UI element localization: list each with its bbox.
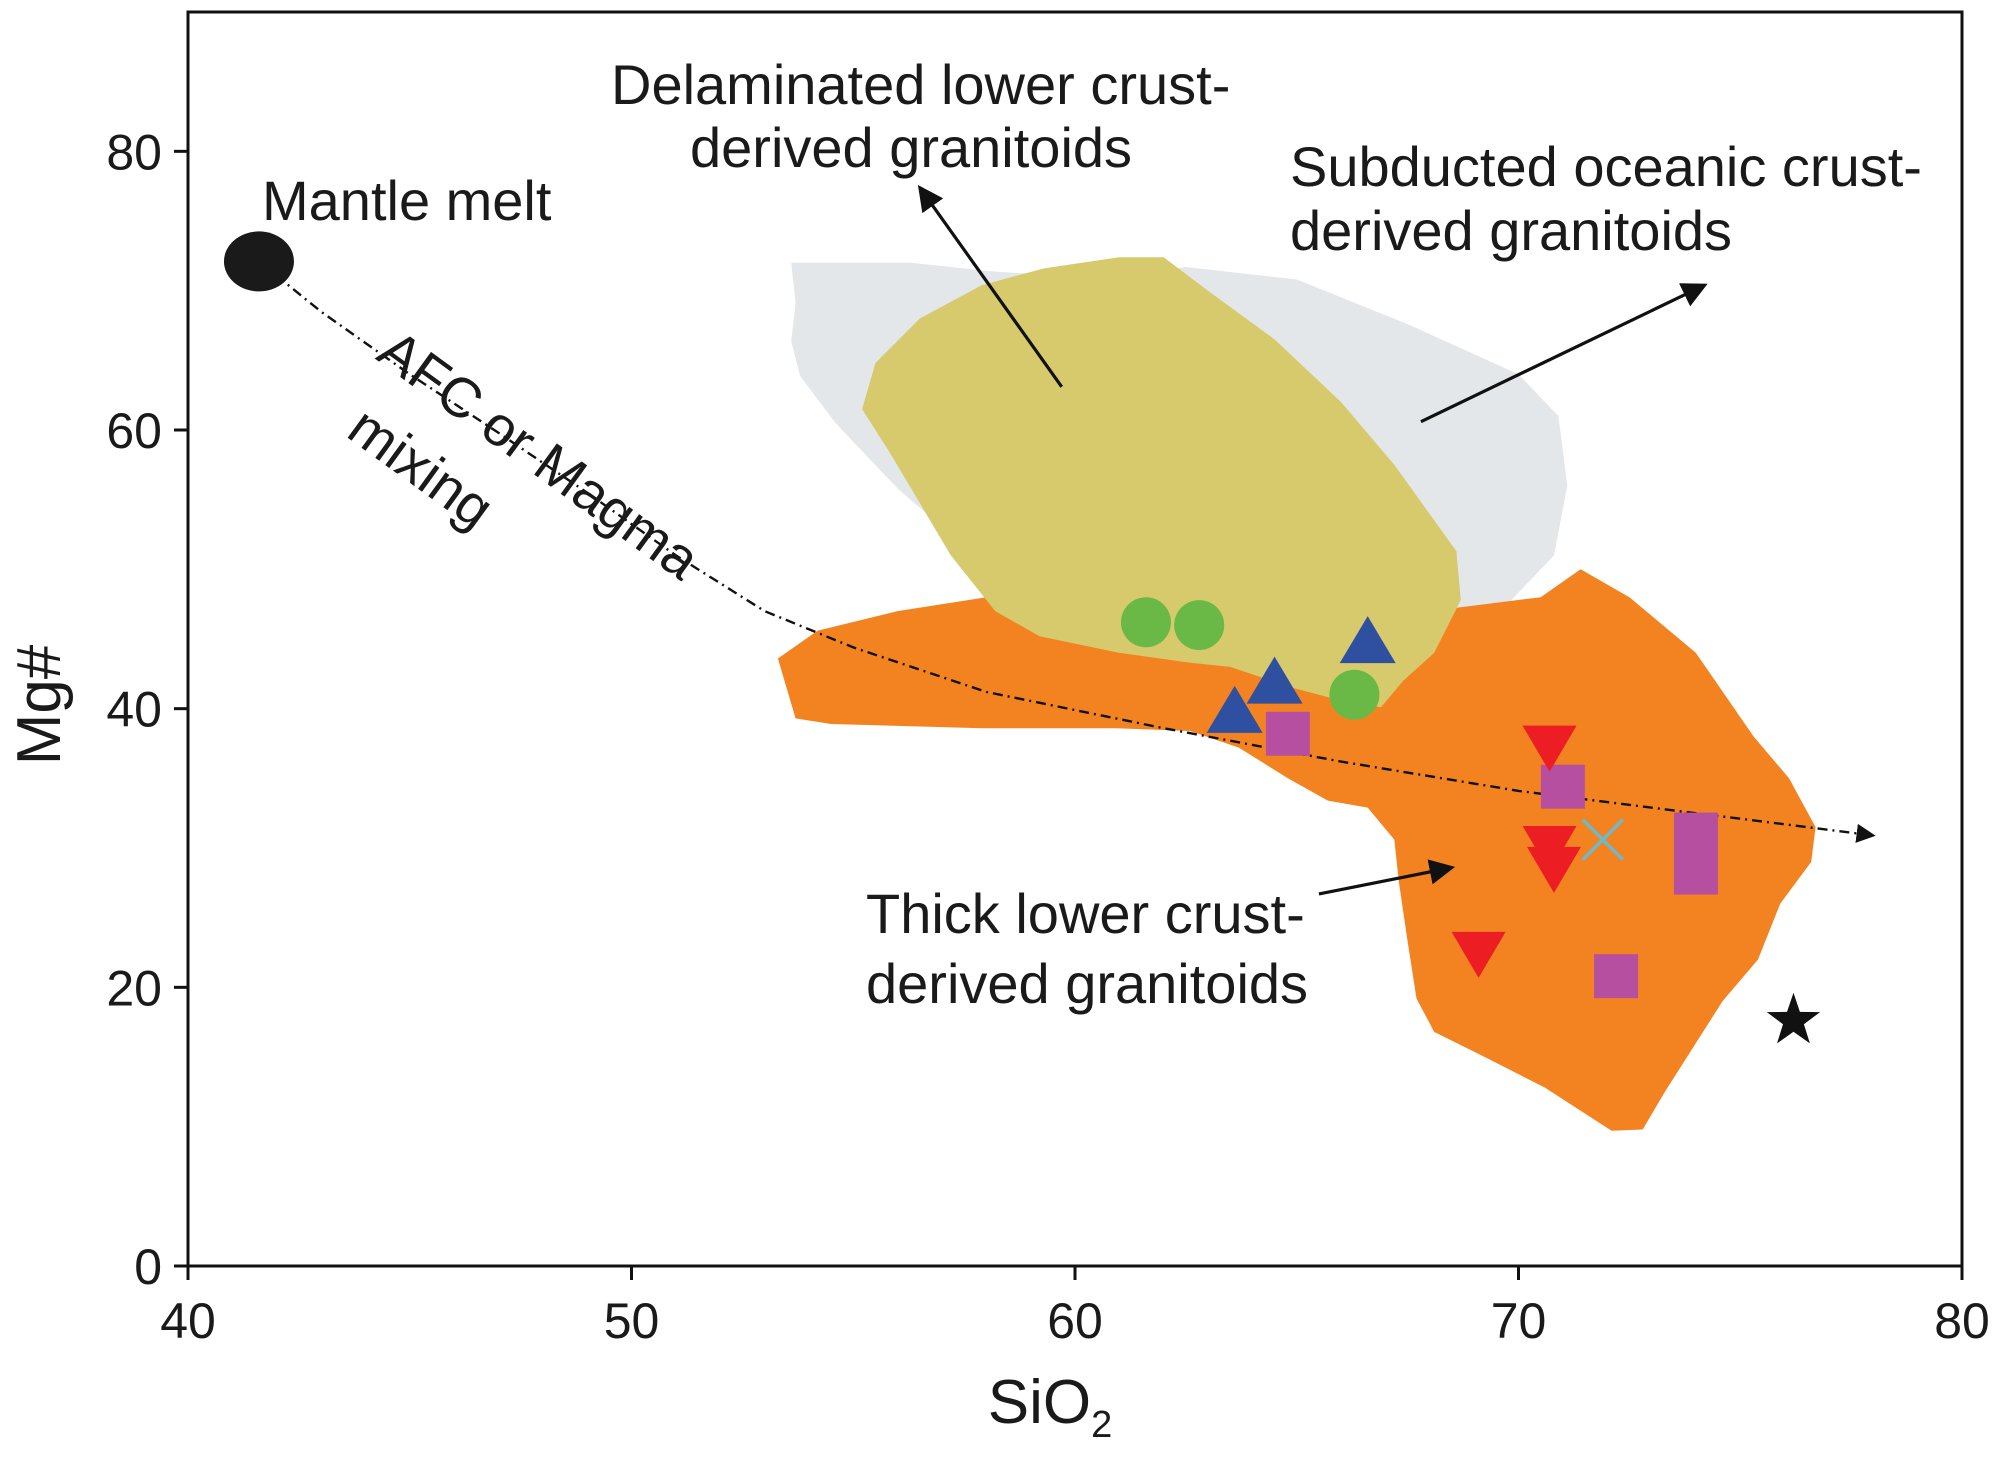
triangle-up-marker [1339,616,1396,664]
x-axis-title-main: SiO [988,1368,1091,1437]
triangle-down-marker [1522,725,1577,772]
thick-lower-crust-region [777,569,1816,1131]
x-marker [1581,818,1625,861]
square-marker [1540,764,1585,809]
subducted-label-line2: derived granitoids [1290,199,1732,262]
delaminated-crust-region [862,257,1461,708]
delaminated-label-line1: Delaminated lower crust- [611,53,1230,116]
square-marker [1265,711,1310,756]
x-tick-label: 60 [1047,1293,1103,1349]
star-marker [1766,992,1821,1044]
x-tick-label: 70 [1491,1293,1547,1349]
circle-marker [1329,669,1380,720]
y-tick-label: 20 [106,960,162,1016]
square-marker [1594,954,1639,999]
thick-crust-arrow [1318,859,1456,896]
triangle-up-marker [1246,656,1303,704]
y-tick-label: 0 [134,1239,162,1295]
x-tick-label: 50 [604,1293,660,1349]
x-axis-title-subscript: 2 [1091,1404,1112,1446]
triangle-down-marker [1451,931,1506,978]
triangle-up-marker [1206,685,1263,733]
delaminated-arrow [917,184,1063,388]
circle-marker [1120,597,1171,648]
y-tick-label: 40 [106,682,162,738]
trend-layer [258,260,1876,843]
mantle-melt-label: Mantle melt [262,169,552,232]
thick-crust-label-line2: derived granitoids [866,952,1308,1015]
x-tick-label: 40 [160,1293,216,1349]
x-tick-label: 80 [1934,1293,1990,1349]
thick-crust-label-line1: Thick lower crust- [866,882,1305,945]
delaminated-label-line2: derived granitoids [690,116,1132,179]
triangle-down-marker [1526,846,1581,893]
y-tick-label: 60 [106,403,162,459]
subducted-label-line1: Subducted oceanic crust- [1290,135,1922,198]
tall-square-marker [1673,812,1718,895]
mantle-melt-marker [223,231,294,292]
point-layer [223,231,1821,1044]
axes-layer: 40 50 60 70 80 0 20 40 60 80 [106,124,1989,1349]
subducted-arrow [1420,283,1708,424]
x-axis-title: SiO2 [988,1368,1113,1446]
arrow-layer [917,184,1708,896]
circle-marker [1174,600,1225,651]
y-tick-label: 80 [106,124,162,180]
y-axis-title: Mg# [5,644,74,765]
afc-trend-line [258,260,1876,843]
